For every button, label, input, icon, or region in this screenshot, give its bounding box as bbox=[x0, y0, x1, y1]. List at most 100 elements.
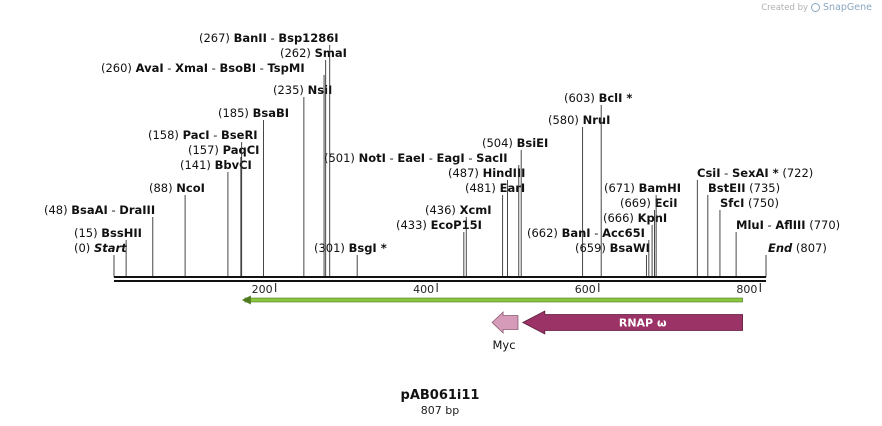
orf-arrowhead-icon bbox=[241, 295, 251, 305]
enzyme-name: End bbox=[768, 241, 793, 255]
site-label: (157) PaqCI bbox=[188, 143, 259, 157]
restriction-site[interactable]: (662) BanI - Acc65I bbox=[527, 226, 650, 277]
enzyme-name: BsaBI bbox=[253, 106, 289, 120]
enzyme-name: NruI bbox=[583, 113, 611, 127]
enzyme-name: EagI bbox=[437, 151, 465, 165]
site-label: (235) NsiI bbox=[273, 83, 332, 97]
restriction-site[interactable]: SfcI (750) bbox=[719, 196, 779, 277]
enzyme-name: SmaI bbox=[315, 46, 347, 60]
restriction-site[interactable]: (185) BsaBI bbox=[218, 106, 289, 277]
restriction-site[interactable]: (436) XcmI bbox=[425, 203, 492, 277]
enzyme-name: SexAI * bbox=[732, 166, 779, 180]
enzyme-name: DraIII bbox=[119, 203, 155, 217]
enzyme-name: SfcI bbox=[720, 196, 744, 210]
restriction-site[interactable]: (603) BclI * bbox=[564, 91, 632, 277]
site-separator: - bbox=[465, 151, 476, 165]
enzyme-name: XmaI bbox=[175, 61, 208, 75]
site-position: (235) bbox=[273, 83, 308, 97]
restriction-site[interactable]: (0) Start bbox=[74, 241, 127, 277]
site-position: (15) bbox=[74, 226, 101, 240]
restriction-site[interactable]: End (807) bbox=[765, 241, 827, 277]
restriction-site[interactable]: (659) BsaWI bbox=[575, 241, 650, 277]
feature-rnap[interactable]: RNAP ω bbox=[521, 310, 743, 335]
site-separator: - bbox=[425, 151, 436, 165]
site-label: (260) AvaI - XmaI - BsoBI - TspMI bbox=[101, 61, 305, 75]
enzyme-name: MluI bbox=[736, 218, 764, 232]
restriction-site[interactable]: MluI - AflIII (770) bbox=[735, 218, 840, 277]
site-label: (481) EarI bbox=[465, 181, 525, 195]
restriction-site[interactable]: (141) BbvCI bbox=[180, 158, 252, 277]
site-label: (487) HindIII bbox=[448, 166, 525, 180]
restriction-site[interactable]: (501) NotI - EaeI - EagI - SacII bbox=[324, 151, 520, 277]
feature-arrow bbox=[491, 311, 519, 334]
site-position: (141) bbox=[180, 158, 215, 172]
feature-arrow bbox=[521, 310, 743, 335]
enzyme-name: Acc65I bbox=[602, 226, 645, 240]
site-position: (770) bbox=[806, 218, 841, 232]
site-label: (433) EcoP15I bbox=[396, 218, 482, 232]
enzyme-name: BsaAI bbox=[71, 203, 108, 217]
site-position: (735) bbox=[746, 181, 781, 195]
enzyme-name: TspMI bbox=[267, 61, 304, 75]
enzyme-name: BclI * bbox=[599, 91, 633, 105]
site-separator: - bbox=[386, 151, 397, 165]
site-label: (267) BanII - Bsp1286I bbox=[199, 31, 338, 45]
restriction-site[interactable]: (262) SmaI bbox=[280, 46, 347, 277]
ruler-tick-label: 600 bbox=[575, 283, 596, 296]
site-separator: - bbox=[591, 226, 602, 240]
site-position: (433) bbox=[396, 218, 431, 232]
restriction-site[interactable]: (671) BamHI bbox=[604, 181, 681, 277]
site-separator: - bbox=[721, 166, 732, 180]
site-label: End (807) bbox=[768, 241, 827, 255]
restriction-site[interactable]: (580) NruI bbox=[548, 113, 610, 277]
site-label: (0) Start bbox=[74, 241, 127, 255]
enzyme-name: BsoBI bbox=[219, 61, 256, 75]
site-position: (48) bbox=[44, 203, 71, 217]
ruler-tick-label: 200 bbox=[252, 283, 273, 296]
enzyme-name: BseRI bbox=[221, 128, 258, 142]
site-position: (666) bbox=[603, 211, 638, 225]
restriction-site[interactable]: (267) BanII - Bsp1286I bbox=[199, 31, 338, 277]
ruler-tick-label: 800 bbox=[736, 283, 757, 296]
restriction-site[interactable]: (433) EcoP15I bbox=[396, 218, 482, 277]
restriction-site[interactable]: BstEII (735) bbox=[707, 181, 780, 277]
site-label: (141) BbvCI bbox=[180, 158, 252, 172]
restriction-site[interactable]: (301) BsgI * bbox=[314, 241, 387, 277]
site-label: (15) BssHII bbox=[74, 226, 142, 240]
site-label: (603) BclI * bbox=[564, 91, 632, 105]
enzyme-name: NotI bbox=[359, 151, 386, 165]
enzyme-name: EaeI bbox=[397, 151, 425, 165]
site-position: (301) bbox=[314, 241, 349, 255]
restriction-site[interactable]: (48) BsaAI - DraIII bbox=[44, 203, 155, 277]
restriction-site[interactable]: (260) AvaI - XmaI - BsoBI - TspMI bbox=[101, 61, 325, 277]
restriction-site[interactable]: (88) NcoI bbox=[149, 181, 205, 277]
restriction-site[interactable]: (504) BsiEI bbox=[482, 136, 548, 277]
site-separator: - bbox=[108, 203, 119, 217]
site-label: (88) NcoI bbox=[149, 181, 205, 195]
site-position: (481) bbox=[465, 181, 500, 195]
site-label: (158) PacI - BseRI bbox=[148, 128, 258, 142]
restriction-site[interactable]: CsiI - SexAI * (722) bbox=[696, 166, 813, 277]
site-position: (185) bbox=[218, 106, 253, 120]
restriction-site[interactable]: (157) PaqCI bbox=[188, 143, 259, 277]
enzyme-name: SacII bbox=[476, 151, 507, 165]
site-label: (185) BsaBI bbox=[218, 106, 289, 120]
restriction-site[interactable]: (158) PacI - BseRI bbox=[148, 128, 258, 277]
restriction-site[interactable]: (487) HindIII bbox=[448, 166, 525, 277]
site-label: BstEII (735) bbox=[708, 181, 780, 195]
restriction-site[interactable]: (669) EciI bbox=[620, 196, 678, 277]
site-label: MluI - AflIII (770) bbox=[736, 218, 840, 232]
site-position: (669) bbox=[620, 196, 655, 210]
enzyme-name: NsiI bbox=[308, 83, 333, 97]
site-separator: - bbox=[208, 61, 219, 75]
site-label: (48) BsaAI - DraIII bbox=[44, 203, 155, 217]
restriction-site[interactable]: (15) BssHII bbox=[74, 226, 142, 277]
site-label: (662) BanI - Acc65I bbox=[527, 226, 645, 240]
restriction-site[interactable]: (666) KpnI bbox=[603, 211, 667, 277]
feature-myc[interactable]: Myc bbox=[491, 311, 519, 352]
site-position: (260) bbox=[101, 61, 136, 75]
site-position: (487) bbox=[448, 166, 483, 180]
enzyme-name: PaqCI bbox=[223, 143, 260, 157]
